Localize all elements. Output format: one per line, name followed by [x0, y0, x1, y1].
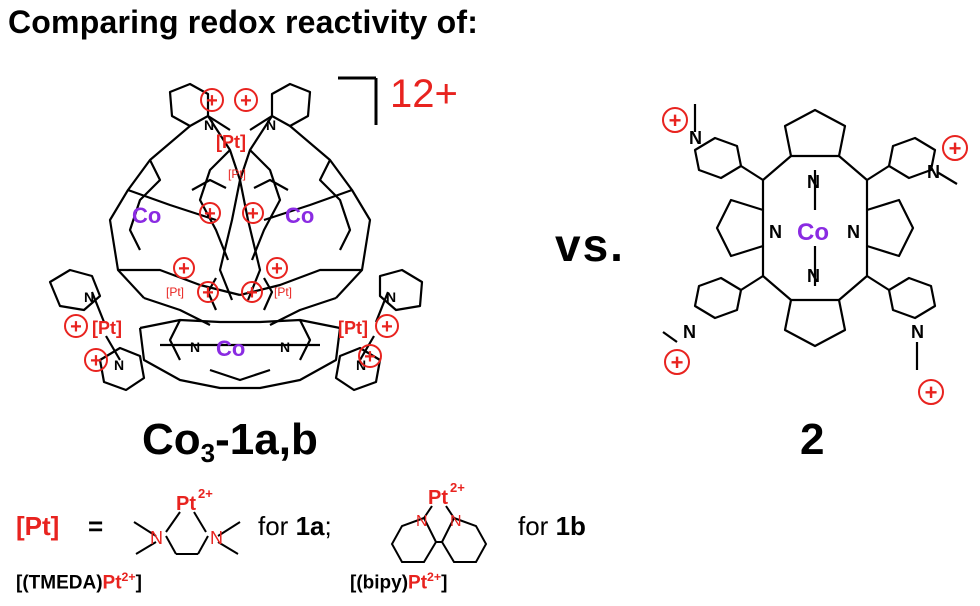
nitrogen-label: N [386, 289, 396, 305]
nitrogen-label: N [807, 172, 820, 192]
nitrogen-label: N [266, 117, 276, 133]
positive-charge-icon: + [669, 108, 682, 133]
cage-pt-label: [Pt] [166, 285, 184, 299]
cage-compound-label: Co3-1a,b [142, 415, 318, 469]
legend-pt-label: [Pt] [16, 511, 60, 541]
caption-charge: 2+ [427, 570, 442, 584]
bipy-pt-atom: Pt [428, 487, 448, 509]
bipy-caption: [(bipy)Pt2+] [350, 570, 447, 594]
cage-cobalt-label: Co [285, 203, 314, 228]
nitrogen-label: N [190, 339, 200, 355]
positive-charge-icon: + [246, 282, 258, 304]
cage-pt-label: [Pt] [274, 285, 292, 299]
porphyrin-structure: Co N N N N N N N N + + + + [662, 104, 968, 405]
page-title: Comparing redox reactivity of: [8, 4, 479, 40]
nitrogen-label: N [911, 322, 924, 342]
bipy-pt-charge: 2+ [450, 480, 465, 495]
caption-text: ] [441, 572, 448, 594]
positive-charge-icon: + [364, 346, 376, 368]
caption-charge: 2+ [121, 570, 136, 584]
nitrogen-label: N [210, 528, 223, 548]
caption-pt: Pt [102, 572, 122, 594]
tmeda-pt-atom: Pt [176, 493, 196, 515]
positive-charge-icon: + [240, 90, 252, 112]
positive-charge-icon: + [271, 258, 283, 280]
positive-charge-icon: + [381, 316, 393, 338]
nitrogen-label: N [450, 513, 462, 530]
caption-text: [(TMEDA) [16, 572, 103, 594]
nitrogen-label: N [84, 289, 94, 305]
positive-charge-icon: + [202, 282, 214, 304]
nitrogen-label: N [847, 222, 860, 242]
cage-pt-label: [Pt] [338, 318, 368, 338]
nitrogen-label: N [927, 162, 940, 182]
tmeda-caption: [(TMEDA)Pt2+] [16, 570, 142, 594]
nitrogen-label: N [204, 117, 214, 133]
cage-charge: 12+ [390, 72, 458, 116]
cage-cobalt-label: Co [216, 336, 245, 361]
cage-name-prefix: Co [142, 415, 201, 464]
caption-pt: Pt [408, 572, 428, 594]
cage-name-subscript: 3 [200, 438, 216, 468]
tmeda-pt-charge: 2+ [198, 486, 213, 501]
for-text: for [518, 511, 549, 541]
versus-text: vs. [555, 219, 625, 271]
positive-charge-icon: + [925, 380, 938, 405]
nitrogen-label: N [280, 339, 290, 355]
cage-pt-label: [Pt] [228, 167, 246, 181]
charge-bracket [338, 76, 378, 125]
positive-charge-icon: + [247, 203, 259, 225]
caption-text: [(bipy) [350, 572, 409, 594]
nitrogen-label: N [683, 322, 696, 342]
cage-structure: Co Co Co [Pt] [Pt] [Pt] [Pt] [Pt] [Pt] N… [48, 82, 424, 392]
tmeda-pt-structure: Pt 2+ N N [133, 486, 241, 555]
positive-charge-icon: + [204, 203, 216, 225]
legend-for-1b: for 1b [518, 511, 586, 542]
separator: ; [324, 511, 332, 541]
nitrogen-label: N [689, 128, 702, 148]
legend-for-1a: for 1a; [258, 511, 332, 542]
positive-charge-icon: + [90, 350, 102, 372]
positive-charge-icon: + [206, 90, 218, 112]
nitrogen-label: N [769, 222, 782, 242]
compound-1b-label: 1b [555, 511, 586, 541]
cage-pt-label: [Pt] [216, 132, 246, 152]
positive-charge-icon: + [178, 258, 190, 280]
bipy-pt-structure: Pt 2+ N N [390, 480, 488, 563]
porphyrin-compound-label: 2 [800, 415, 825, 464]
nitrogen-label: N [356, 357, 366, 373]
nitrogen-label: N [114, 357, 124, 373]
compound-1a-label: 1a [295, 511, 325, 541]
nitrogen-label: N [416, 513, 428, 530]
nitrogen-label: N [150, 528, 163, 548]
porphyrin-cobalt-label: Co [797, 219, 829, 246]
caption-text: ] [135, 572, 142, 594]
positive-charge-icon: + [70, 316, 82, 338]
legend-equals: = [88, 511, 104, 541]
positive-charge-icon: + [949, 136, 962, 161]
positive-charge-icon: + [671, 350, 684, 375]
cage-cobalt-label: Co [132, 203, 161, 228]
for-text: for [258, 511, 289, 541]
cage-name-suffix: -1a,b [215, 415, 318, 464]
nitrogen-label: N [807, 266, 820, 286]
cage-pt-label: [Pt] [92, 318, 122, 338]
